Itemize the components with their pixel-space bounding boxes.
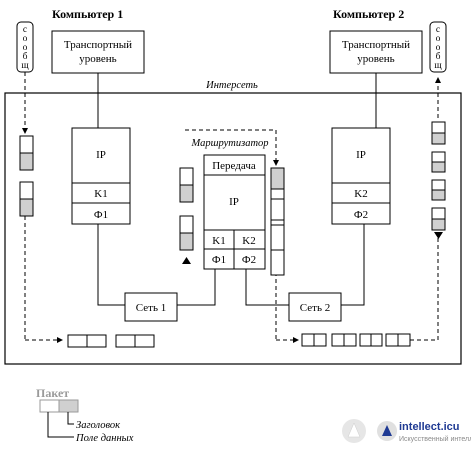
internetwork-frame	[4, 92, 462, 365]
packet-horizontal	[331, 333, 357, 347]
packet-vertical	[19, 135, 34, 171]
packet-horizontal	[301, 333, 327, 347]
ip-label-left: IP	[96, 149, 106, 161]
router-ip-label: IP	[229, 196, 239, 208]
legend-packet	[39, 399, 79, 413]
forward-label: Передача	[212, 160, 256, 172]
watermark-tagline: Искусственный интеллект	[399, 435, 471, 443]
ip-stack-right: IP K2 Ф2	[331, 127, 391, 225]
router-stack: Передача IP K1 K2 Ф1 Ф2	[203, 154, 266, 270]
link-net1-router	[177, 269, 216, 306]
watermark-logo	[342, 419, 397, 443]
logo-triangle-blue-icon	[382, 425, 392, 436]
packet-vertical	[179, 167, 194, 203]
packet-horizontal	[359, 333, 383, 347]
legend-data-label: Поле данных	[75, 433, 134, 444]
k2-label-right: K2	[354, 188, 367, 200]
arrow-down-triangle	[434, 232, 443, 239]
legend-header-label: Заголовок	[76, 420, 120, 431]
packet-vertical	[179, 215, 194, 251]
watermark-brand: intellect.icu	[399, 421, 460, 433]
network-1-label: Сеть 1	[136, 302, 166, 314]
computer-1-title: Компьютер 1	[52, 7, 123, 21]
router-f2-label: Ф2	[242, 254, 256, 266]
legend-data-pointer	[47, 412, 74, 438]
computer-2-title: Компьютер 2	[333, 7, 404, 21]
packet-vertical	[19, 181, 34, 217]
legend-header-pointer	[67, 412, 74, 425]
internetwork-label: Интерсеть	[205, 80, 258, 91]
arrow-up-triangle	[182, 257, 191, 264]
packet-horizontal	[115, 334, 155, 348]
arrow-into-router	[185, 129, 279, 166]
router-label: Маршрутизатор	[190, 138, 268, 149]
packet-horizontal	[385, 333, 411, 347]
dash-right-up	[410, 232, 439, 341]
packet-vertical	[431, 121, 446, 145]
packet-vertical-column	[270, 167, 285, 276]
link-net2-right	[341, 224, 365, 306]
packet-horizontal	[67, 334, 107, 348]
ip-stack-left: IP K1 Ф1	[71, 127, 131, 225]
logo-triangle-icon	[347, 422, 361, 438]
network-2-label: Сеть 2	[300, 302, 330, 314]
f2-label-right: Ф2	[354, 209, 368, 221]
f1-label-left: Ф1	[94, 209, 108, 221]
network-1: Сеть 1	[124, 292, 178, 322]
link-router-net2	[245, 269, 289, 306]
link-left-net1	[97, 224, 125, 306]
router-k1-label: K1	[212, 235, 225, 247]
ip-label-right: IP	[356, 149, 366, 161]
k1-label-left: K1	[94, 188, 107, 200]
legend-packet-title: Пакет	[36, 386, 69, 400]
packet-vertical	[431, 151, 446, 173]
router-f1-label: Ф1	[212, 254, 226, 266]
router-k2-label: K2	[242, 235, 255, 247]
packet-vertical	[431, 179, 446, 201]
packet-vertical	[431, 207, 446, 231]
network-2: Сеть 2	[288, 292, 342, 322]
